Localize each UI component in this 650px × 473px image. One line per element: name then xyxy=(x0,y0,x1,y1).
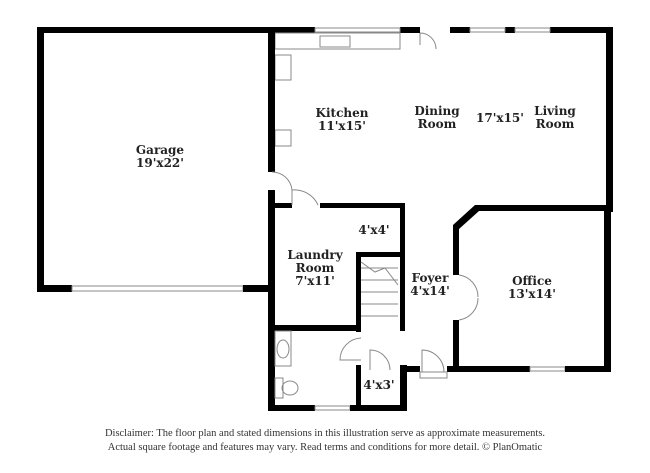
room-dims: 13'x14' xyxy=(508,287,556,301)
window xyxy=(529,366,566,372)
room-label-living: Living Room xyxy=(534,104,576,131)
stove-icon xyxy=(274,54,292,81)
wall xyxy=(268,203,292,208)
wall-garage-house xyxy=(268,27,275,172)
wall xyxy=(400,365,407,411)
stairs xyxy=(360,261,399,317)
wall xyxy=(356,252,405,257)
wall xyxy=(400,366,420,372)
room-dims-closet-upper: 4'x4' xyxy=(358,223,390,237)
window xyxy=(514,27,551,33)
room-dims: 11'x15' xyxy=(318,119,366,133)
wall-diagonal xyxy=(453,205,479,229)
wall-right xyxy=(606,27,613,212)
sink-icon xyxy=(276,339,290,359)
wall xyxy=(243,285,275,292)
door-swing xyxy=(271,171,293,191)
wall xyxy=(565,366,611,372)
wall-top-garage xyxy=(37,27,315,33)
wall xyxy=(505,27,515,33)
disclaimer: Disclaimer: The floor plan and stated di… xyxy=(0,427,650,455)
wall xyxy=(447,366,530,372)
kitchen-window xyxy=(314,27,401,33)
vanity-icon xyxy=(274,330,292,367)
french-doors xyxy=(458,274,479,321)
wall xyxy=(268,190,275,411)
wall xyxy=(604,205,611,372)
wall xyxy=(400,203,405,331)
window xyxy=(469,27,506,33)
wall xyxy=(400,27,420,33)
toilet-icon xyxy=(281,380,299,396)
wall xyxy=(268,405,315,411)
wall xyxy=(453,320,459,372)
room-dims: 7'x11' xyxy=(295,274,335,288)
wall-garage-left xyxy=(37,27,44,292)
room-dims: 19'x22' xyxy=(136,156,184,170)
front-door xyxy=(419,349,448,379)
room-name: Laundry Room xyxy=(287,248,343,275)
room-label-dining: Dining Room xyxy=(414,104,460,131)
wall xyxy=(37,285,72,292)
wall xyxy=(356,252,361,332)
wall xyxy=(450,27,470,33)
room-name: Garage xyxy=(135,143,185,157)
room-dims-closet-lower: 4'x3' xyxy=(363,378,395,392)
door-swing xyxy=(291,189,319,206)
wall xyxy=(350,405,407,411)
wall xyxy=(453,225,459,275)
wall-office-top xyxy=(475,205,612,211)
door-swing xyxy=(339,337,362,361)
room-name: Kitchen xyxy=(315,106,369,120)
fridge-icon xyxy=(274,129,292,147)
toilet-tank-icon xyxy=(274,377,284,399)
sink-icon xyxy=(319,35,351,48)
wall xyxy=(356,365,361,411)
door-swing xyxy=(419,32,437,50)
disclaimer-line: Actual square footage and features may v… xyxy=(107,442,543,453)
wall xyxy=(320,203,405,208)
wall xyxy=(550,27,612,33)
room-name: Foyer xyxy=(411,271,449,285)
window xyxy=(314,405,351,411)
garage-door xyxy=(71,285,244,292)
door-swing xyxy=(369,349,391,371)
disclaimer-line: Disclaimer: The floor plan and stated di… xyxy=(104,428,546,439)
room-dims: 4'x14' xyxy=(410,284,450,298)
room-name: Office xyxy=(512,274,552,288)
wall xyxy=(268,325,361,331)
room-dims-living: 17'x15' xyxy=(476,111,524,125)
